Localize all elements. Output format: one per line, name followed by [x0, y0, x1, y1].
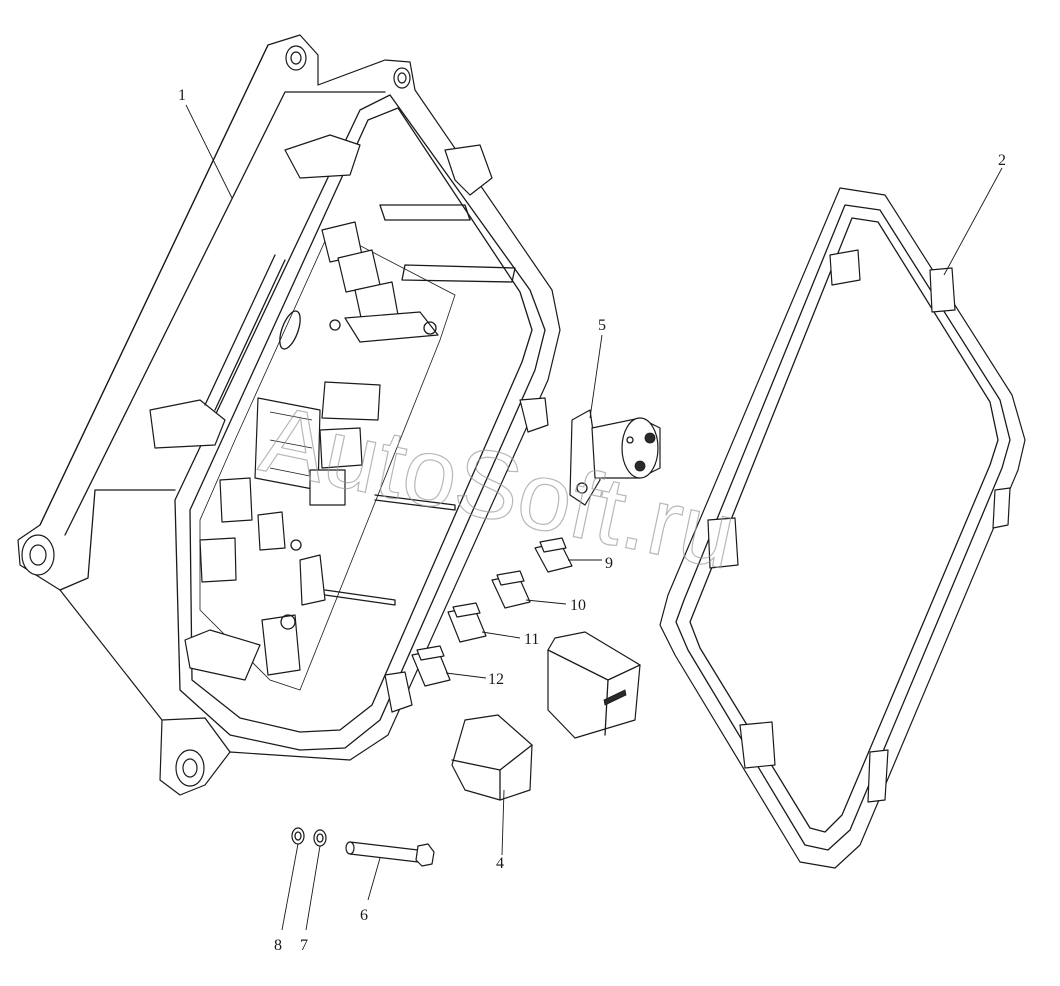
callout-12: 12 — [488, 671, 504, 688]
callout-1: 1 — [178, 87, 186, 104]
callout-7: 7 — [300, 937, 308, 954]
housing-box-part — [17, 34, 561, 796]
callout-9: 9 — [605, 555, 613, 572]
callout-5: 5 — [598, 317, 606, 334]
solenoid-switch-part — [569, 409, 661, 506]
callout-6: 6 — [360, 907, 368, 924]
callout-2: 2 — [998, 152, 1006, 169]
relay-small-part — [451, 714, 533, 801]
washer-7-part — [313, 829, 327, 847]
blade-fuse-10-part — [491, 570, 531, 609]
callout-11: 11 — [524, 631, 539, 648]
washer-8-part — [291, 827, 305, 845]
blade-fuse-9-part — [534, 537, 573, 573]
blade-fuse-11-part — [447, 602, 487, 643]
leader-lines — [185, 104, 1003, 931]
callout-labels: 1 2 4 5 6 7 8 9 10 11 12 — [178, 87, 1006, 954]
callout-10: 10 — [570, 597, 586, 614]
blade-fuse-12-part — [411, 645, 451, 687]
relay-large-part — [547, 631, 641, 739]
callout-8: 8 — [274, 937, 282, 954]
callout-4: 4 — [496, 855, 504, 872]
lid-part — [659, 187, 1026, 869]
bolt-part — [345, 841, 435, 867]
